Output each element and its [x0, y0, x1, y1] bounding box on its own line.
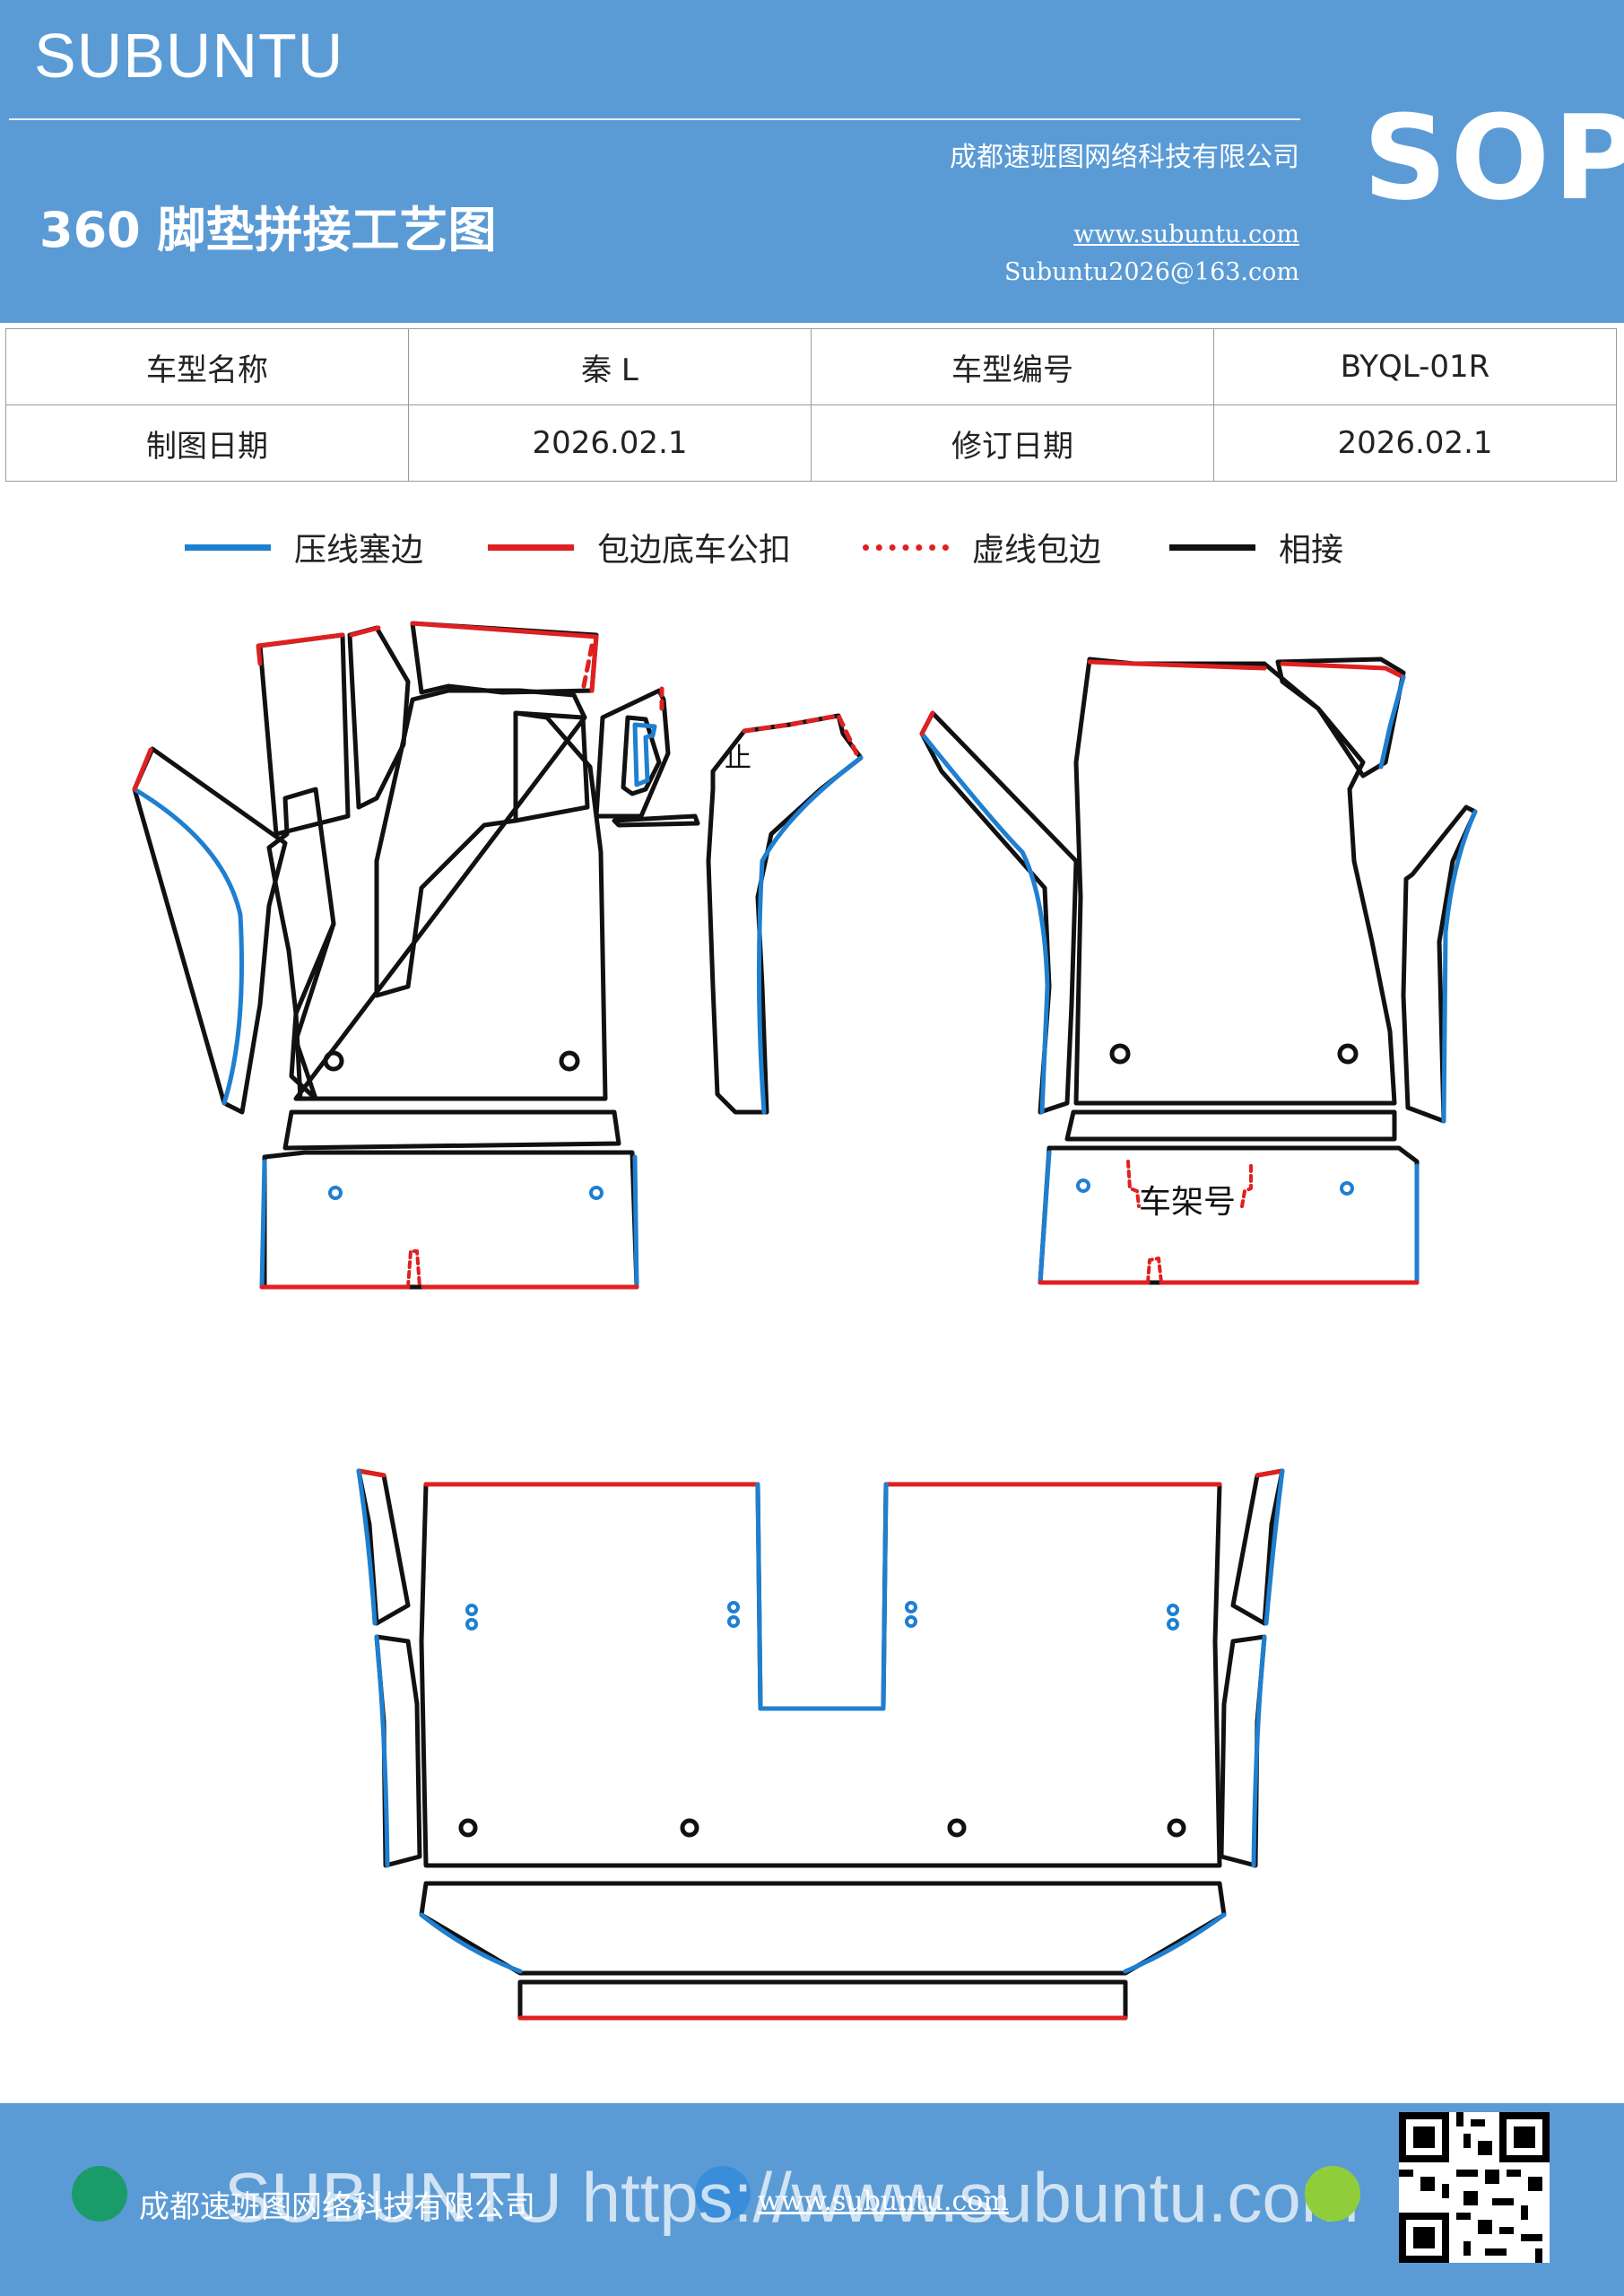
brand-logo: SUBUNTU — [34, 21, 344, 91]
legend-item-red-dashed: 虚线包边 — [863, 520, 1101, 574]
footer-company: 成都速班图网络科技有限公司 — [139, 2189, 535, 2225]
drawing-mark: 止 — [725, 743, 751, 774]
email-address[interactable]: Subuntu2026@163.com — [1004, 258, 1299, 286]
table-cell: 制图日期 — [5, 404, 409, 482]
legend-item-black: 相接 — [1169, 520, 1343, 574]
legend-label: 压线塞边 — [294, 532, 424, 569]
wechat-icon — [1305, 2166, 1360, 2222]
header-divider — [9, 118, 1300, 120]
sop-label: SOP — [1363, 90, 1624, 226]
footer-watermark: SUBUNTU https://www.subuntu.com — [224, 2158, 1359, 2237]
legend-label: 相接 — [1279, 532, 1344, 569]
legend-item-red: 包边底车公扣 — [488, 520, 791, 574]
qr-code — [1399, 2112, 1550, 2263]
header-banner: SUBUNTU 360 脚垫拼接工艺图 成都速班图网络科技有限公司 www.su… — [0, 0, 1624, 323]
table-cell: BYQL-01R — [1213, 328, 1617, 405]
front-right-mat: 车架号 — [919, 657, 1478, 1285]
legend-swatch-icon — [863, 544, 949, 551]
line-legend: 压线塞边 包边底车公扣 虚线包边 相接 — [0, 520, 1624, 574]
legend-label: 虚线包边 — [972, 532, 1102, 569]
legend-swatch-icon — [185, 544, 271, 551]
page-title: 360 脚垫拼接工艺图 — [39, 202, 497, 258]
qr-code-icon — [1399, 2112, 1550, 2263]
legend-swatch-icon — [1169, 544, 1255, 551]
legend-swatch-icon — [488, 544, 574, 551]
website-link[interactable]: www.subuntu.com — [1073, 221, 1299, 248]
vehicle-info-table: 车型名称 秦 L 车型编号 BYQL-01R 制图日期 2026.02.1 修订… — [5, 328, 1617, 482]
front-left-mat: 止 — [132, 621, 864, 1290]
table-cell: 2026.02.1 — [1213, 404, 1617, 482]
building-icon — [72, 2166, 127, 2222]
globe-icon — [695, 2166, 751, 2222]
table-row: 制图日期 2026.02.1 修订日期 2026.02.1 — [5, 404, 1617, 482]
table-cell: 车型名称 — [5, 328, 409, 405]
table-cell: 2026.02.1 — [408, 404, 812, 482]
rear-mat — [356, 1468, 1285, 2021]
frame-number-label: 车架号 — [1139, 1184, 1236, 1221]
table-row: 车型名称 秦 L 车型编号 BYQL-01R — [5, 328, 1617, 405]
legend-item-blue: 压线塞边 — [185, 520, 423, 574]
floor-mat-drawing: 止 车架号 — [132, 621, 1478, 2021]
table-cell: 秦 L — [408, 328, 812, 405]
footer-banner: 成都速班图网络科技有限公司 www.subuntu.com SUBUNTU ht… — [0, 2103, 1624, 2296]
table-cell: 修订日期 — [811, 404, 1214, 482]
company-name: 成都速班图网络科技有限公司 — [950, 142, 1299, 173]
footer-website-link[interactable]: www.subuntu.com — [758, 2186, 1009, 2217]
table-cell: 车型编号 — [811, 328, 1214, 405]
legend-label: 包边底车公扣 — [597, 532, 792, 569]
